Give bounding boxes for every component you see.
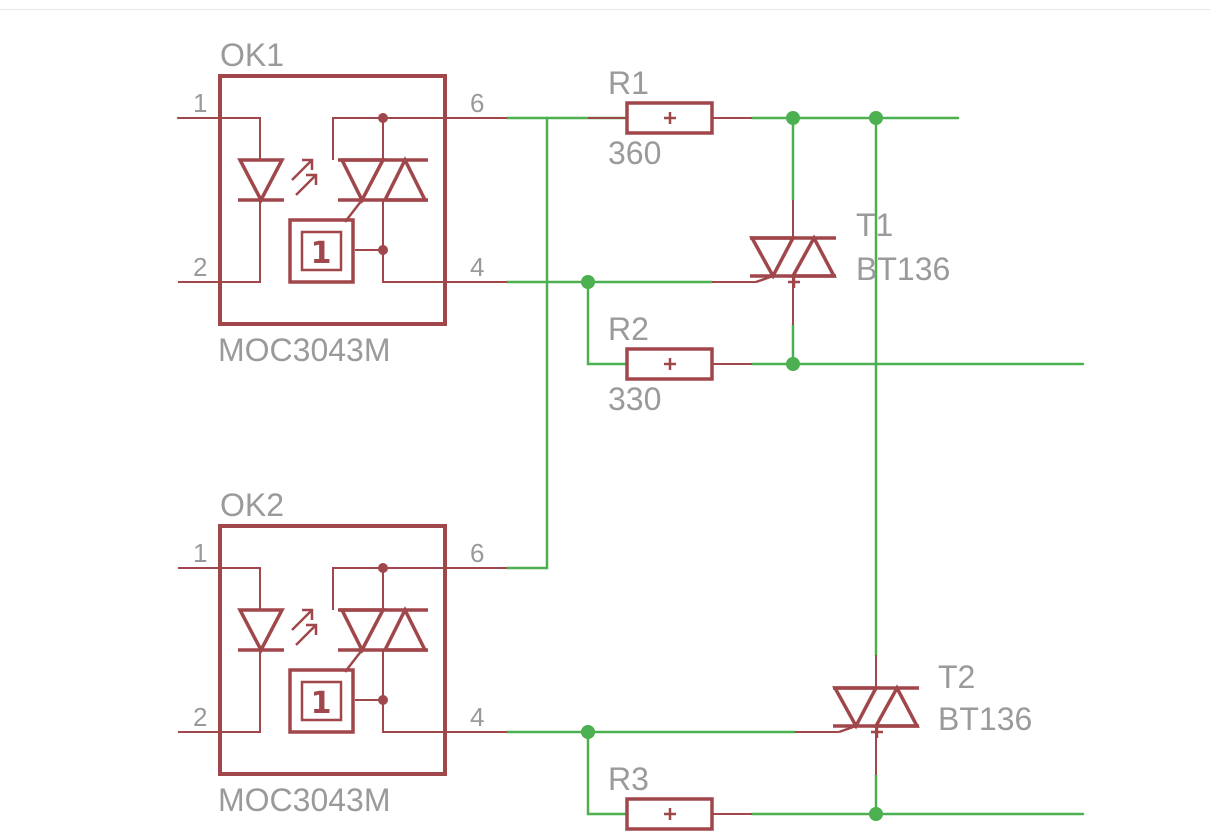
resistor-r3[interactable]: R3 xyxy=(608,761,752,831)
junction xyxy=(786,357,800,371)
ok1-name: OK1 xyxy=(220,37,284,73)
resistor-r2[interactable]: R2 330 xyxy=(608,311,752,417)
ok2-name: OK2 xyxy=(220,487,284,523)
junction xyxy=(869,807,883,821)
optocoupler-ok2[interactable]: 1 OK2 MOC3043M 1 2 6 4 xyxy=(178,487,507,818)
ok1-pin2-label: 2 xyxy=(193,252,207,282)
ok2-pin1-label: 1 xyxy=(193,538,207,568)
ok1-value: MOC3043M xyxy=(218,332,391,368)
t1-name: T1 xyxy=(856,207,893,243)
ok1-pin1-label: 1 xyxy=(193,88,207,118)
ok1-triac-icon xyxy=(338,156,428,223)
ok1-driver-icon: 1 xyxy=(288,218,355,284)
t2-triac-icon xyxy=(832,684,920,738)
ok2-triac-icon xyxy=(338,606,428,673)
ok1-body xyxy=(218,74,447,326)
t2-name: T2 xyxy=(938,659,975,695)
r1-value: 360 xyxy=(608,135,661,171)
junction xyxy=(581,275,595,289)
ok2-pin4-label: 4 xyxy=(470,702,484,732)
ok2-led-icon xyxy=(237,608,318,654)
r2-value: 330 xyxy=(608,381,661,417)
wire-r3-in xyxy=(586,730,629,816)
ok1-pin2-line xyxy=(178,200,261,283)
triac-t1[interactable]: T1 BT136 xyxy=(712,200,950,325)
wire-ok-pin6-bus xyxy=(505,116,549,570)
ok1-pin6-label: 6 xyxy=(470,88,484,118)
wires xyxy=(176,116,1085,816)
r2-name: R2 xyxy=(608,311,649,347)
top-border xyxy=(0,9,1210,10)
ok2-value: MOC3043M xyxy=(218,782,391,818)
ok2-driver-label: 1 xyxy=(311,686,332,721)
ok2-driver-icon: 1 xyxy=(288,668,355,734)
ok2-pin6-label: 6 xyxy=(470,538,484,568)
junction xyxy=(786,111,800,125)
r3-name: R3 xyxy=(608,761,649,797)
wire-r2-in xyxy=(586,280,629,366)
ok2-body xyxy=(218,524,447,776)
resistor-r1[interactable]: R1 360 xyxy=(588,65,752,171)
ok1-pin4-label: 4 xyxy=(470,252,484,282)
junction xyxy=(869,111,883,125)
r1-name: R1 xyxy=(608,65,649,101)
ok1-pin6-line xyxy=(332,117,507,160)
ok1-driver-label: 1 xyxy=(311,236,332,271)
ok1-led-icon xyxy=(237,158,318,204)
t1-triac-icon xyxy=(749,234,837,288)
ok2-pin2-label: 2 xyxy=(193,702,207,732)
optocoupler-ok1[interactable]: 1 OK1 MOC3043M 1 2 6 4 xyxy=(178,37,507,368)
t2-value: BT136 xyxy=(938,701,1032,737)
junctions xyxy=(581,111,883,821)
t1-value: BT136 xyxy=(856,251,950,287)
triac-t2[interactable]: T2 BT136 xyxy=(795,655,1032,775)
ok1-pin1-line xyxy=(178,117,261,160)
junction xyxy=(581,725,595,739)
